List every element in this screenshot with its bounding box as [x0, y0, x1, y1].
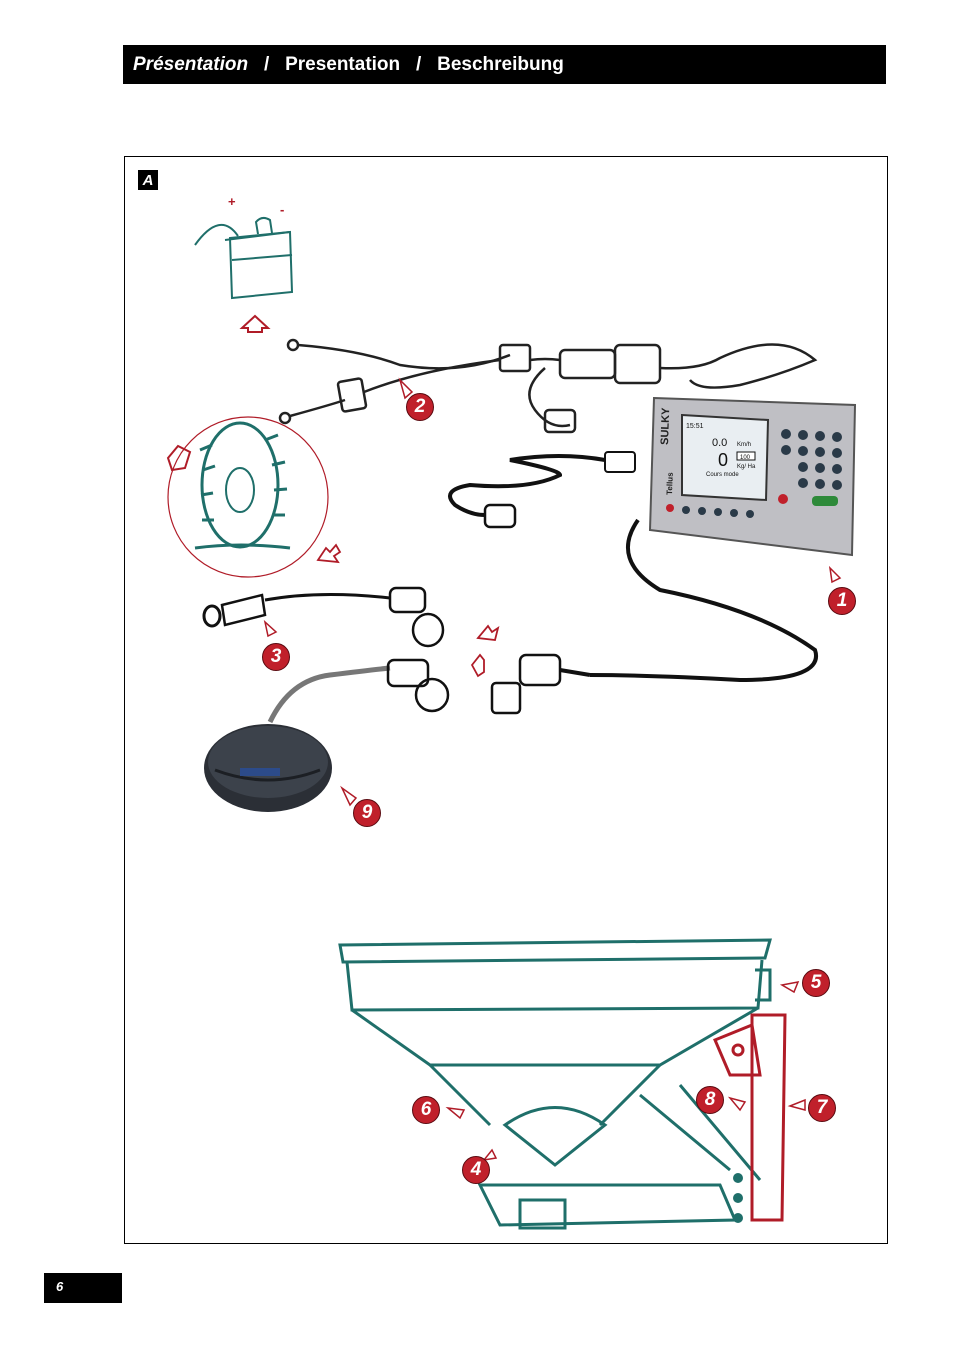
control-console: [648, 396, 857, 557]
screen-target: 100: [740, 455, 751, 461]
arrow-icon: [316, 543, 342, 564]
arrow-up-icon: [239, 314, 271, 333]
header-separator: /: [263, 53, 270, 75]
page-header: Présentation / Presentation / Beschreibu…: [123, 45, 886, 84]
callout-1: 1: [828, 587, 856, 615]
antenna-cable-icon: [267, 658, 450, 724]
screen-unit-top: Km/h: [737, 442, 751, 448]
header-title-fr: Présentation: [133, 53, 249, 75]
wheel-sensor-icon: [167, 416, 329, 578]
arrow-icon: [470, 653, 485, 678]
figure-letter: A: [138, 170, 158, 190]
console-model: Tellus: [665, 472, 675, 495]
callout-7: 7: [808, 1094, 836, 1122]
battery-plus-label: +: [228, 194, 236, 209]
fertilizer-spreader: [338, 938, 772, 1230]
callout-5: 5: [802, 969, 830, 997]
hitch-bolts: [733, 1173, 743, 1223]
gps-antenna-icon: [204, 724, 332, 812]
screen-time: 15:51: [686, 423, 704, 430]
callout-2: 2: [406, 393, 434, 421]
console-cable-icon: [490, 518, 819, 715]
header-title-de: Beschreibung: [437, 53, 564, 75]
console-brand: SULKY: [659, 407, 672, 445]
screen-unit-bottom: Kg/ Ha: [737, 464, 756, 470]
screen-value: 0.0: [712, 437, 727, 449]
battery-minus-label: -: [280, 202, 285, 217]
header-title-en: Presentation: [285, 53, 401, 75]
three-point-hitch: [713, 1013, 787, 1222]
callout-8: 8: [696, 1086, 724, 1114]
extension-cable-icon: [448, 451, 636, 529]
callout-pointers: [263, 377, 842, 1162]
speed-sensor-icon: [202, 586, 445, 648]
magnet-icon: [166, 444, 192, 472]
figure-frame: [124, 156, 888, 1244]
screen-main: 0: [718, 450, 728, 470]
header-separator: /: [416, 53, 422, 75]
callout-6: 6: [412, 1096, 440, 1124]
callout-9: 9: [353, 799, 381, 827]
arrow-icon: [476, 624, 500, 641]
battery-icon: [194, 216, 294, 300]
callout-3: 3: [262, 643, 290, 671]
power-harness-icon: [278, 338, 818, 434]
callout-4: 4: [462, 1156, 490, 1184]
page-number: 6: [44, 1273, 122, 1303]
screen-caption: Cours mode: [706, 472, 739, 478]
